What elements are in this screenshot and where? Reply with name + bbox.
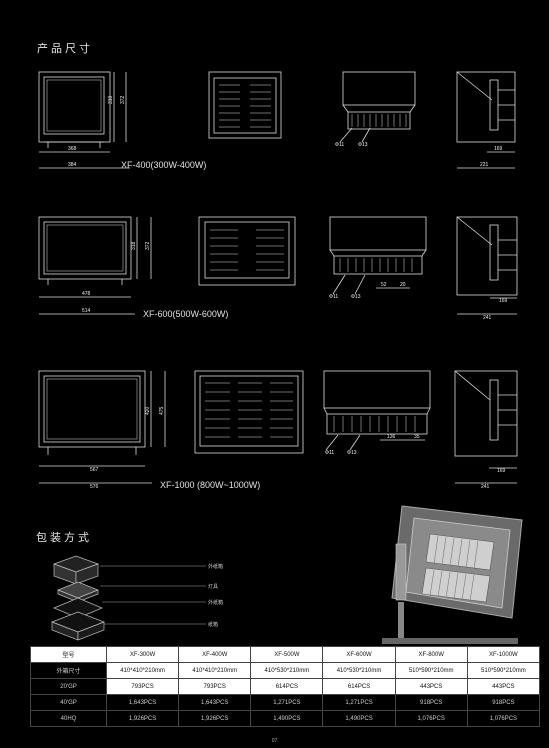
row1-front-outline bbox=[38, 71, 111, 143]
table-cell: 1,926PCS bbox=[105, 710, 180, 727]
table-cell: 1,926PCS bbox=[178, 710, 252, 727]
page-number: 07 bbox=[271, 738, 278, 744]
pack-label-1: 外纸箱 bbox=[208, 563, 223, 570]
row2-total-width: 514 bbox=[82, 308, 91, 314]
table-row-label: 40'GP bbox=[30, 694, 107, 711]
row2-callout-dim-2: 20 bbox=[400, 282, 406, 288]
table-header-cell: XF-300W bbox=[105, 646, 180, 663]
row3-side-outline bbox=[454, 370, 518, 457]
table-header-cell: 型号 bbox=[30, 646, 107, 663]
table-cell: 443PCS bbox=[466, 678, 541, 695]
row3-lens-outline bbox=[194, 370, 304, 454]
table-cell: 1,076PCS bbox=[466, 710, 541, 727]
row2-front-outline bbox=[38, 216, 132, 280]
product-render-image bbox=[382, 505, 523, 644]
pack-label-2: 灯具 bbox=[208, 583, 218, 590]
table-cell: 918PCS bbox=[466, 694, 541, 711]
table-cell: 1,643PCS bbox=[105, 694, 180, 711]
row1-callout-2: Φ13 bbox=[358, 142, 368, 148]
row1-side-depth: 169 bbox=[494, 146, 503, 152]
table-row-label: 40HQ bbox=[30, 710, 107, 727]
table-row: 40'GP 1,643PCS 1,643PCS 1,271PCS 1,271PC… bbox=[30, 694, 541, 711]
row2-callout-1: Φ11 bbox=[329, 294, 338, 300]
table-header-cell: XF-1000W bbox=[466, 646, 541, 663]
table-row-label: 20'GP bbox=[30, 678, 107, 695]
table-cell: 410*410*210mm bbox=[178, 662, 252, 679]
table-cell: 918PCS bbox=[394, 694, 468, 711]
table-cell: 1,271PCS bbox=[322, 694, 396, 711]
row1-total-width: 384 bbox=[68, 162, 77, 168]
table-header-cell: XF-500W bbox=[250, 646, 324, 663]
table-cell: 510*590*210mm bbox=[466, 662, 541, 679]
row3-front-height: 420 bbox=[145, 406, 151, 415]
table-cell: 443PCS bbox=[394, 678, 468, 695]
pack-label-4: 纸箱 bbox=[208, 621, 218, 628]
table-cell: 510*590*210mm bbox=[394, 662, 468, 679]
row2-callout-dim-1: 52 bbox=[381, 282, 387, 288]
row3-callout-2: Φ13 bbox=[347, 450, 357, 456]
table-cell: 793PCS bbox=[105, 678, 180, 695]
packaging-diagram: 外纸箱 灯具 外纸箱 纸箱 bbox=[51, 555, 223, 641]
dimensions-title: 产品尺寸 bbox=[37, 42, 93, 55]
row1-side-outline bbox=[456, 71, 516, 143]
table-row: 外箱尺寸 410*410*210mm 410*410*210mm 410*530… bbox=[30, 662, 541, 679]
table-header-row: 型号 XF-300W XF-400W XF-500W XF-600W XF-80… bbox=[30, 646, 541, 663]
row1-side-total: 221 bbox=[480, 162, 489, 168]
table-header-cell: XF-400W bbox=[178, 646, 252, 663]
row1-lens-outline bbox=[208, 71, 282, 139]
row3-callout-dim-1: 136 bbox=[387, 434, 396, 440]
table-cell: 793PCS bbox=[178, 678, 252, 695]
table-cell: 410*530*210mm bbox=[322, 662, 396, 679]
table-row: 20'GP 793PCS 793PCS 614PCS 614PCS 443PCS… bbox=[30, 678, 541, 695]
table-row-label: 外箱尺寸 bbox=[30, 662, 107, 679]
pack-label-3: 外纸箱 bbox=[208, 599, 223, 606]
table-cell: 1,271PCS bbox=[250, 694, 324, 711]
row3-front-width: 567 bbox=[90, 467, 99, 473]
row3-front-outline bbox=[38, 370, 146, 448]
table-cell: 1,076PCS bbox=[394, 710, 468, 727]
row3-total-height: 475 bbox=[159, 406, 165, 415]
row3-callout-1: Φ11 bbox=[325, 450, 334, 456]
row3-callout-dim-2: 35 bbox=[414, 434, 420, 440]
packaging-title: 包装方式 bbox=[36, 531, 92, 544]
dimension-drawings: 368 384 310 372 169 221 Φ11 Φ13 478 514 … bbox=[38, 71, 518, 490]
row2-lens-outline bbox=[198, 216, 296, 286]
model-label-xf1000: XF-1000 (800W~1000W) bbox=[160, 480, 261, 490]
row3-side-depth: 169 bbox=[497, 468, 506, 474]
row1-callout-1: Φ11 bbox=[335, 142, 344, 148]
row1-front-height: 310 bbox=[108, 95, 114, 104]
table-cell: 1,490PCS bbox=[250, 710, 324, 727]
row3-total-width: 576 bbox=[90, 484, 99, 490]
model-label-xf400: XF-400(300W-400W) bbox=[121, 160, 207, 170]
row3-top-outline bbox=[323, 370, 431, 409]
table-cell: 614PCS bbox=[322, 678, 396, 695]
row3-side-total: 241 bbox=[481, 484, 490, 490]
model-label-xf600: XF-600(500W-600W) bbox=[143, 309, 229, 319]
row2-side-outline bbox=[456, 216, 518, 296]
row2-side-total: 241 bbox=[483, 315, 492, 321]
table-cell: 1,490PCS bbox=[322, 710, 396, 727]
table-cell: 614PCS bbox=[250, 678, 324, 695]
row1-front-width: 368 bbox=[68, 146, 77, 152]
table-header-cell: XF-600W bbox=[322, 646, 396, 663]
row2-total-height: 372 bbox=[145, 241, 151, 250]
table-cell: 1,643PCS bbox=[178, 694, 252, 711]
row2-top-outline bbox=[329, 216, 427, 251]
row2-front-height: 318 bbox=[131, 241, 137, 250]
packing-spec-table: 型号 XF-300W XF-400W XF-500W XF-600W XF-80… bbox=[30, 646, 541, 727]
table-header-cell: XF-800W bbox=[394, 646, 468, 663]
table-cell: 410*530*210mm bbox=[250, 662, 324, 679]
row2-side-depth: 169 bbox=[499, 298, 508, 304]
row2-callout-2: Φ13 bbox=[351, 294, 361, 300]
row1-total-height: 372 bbox=[120, 95, 126, 104]
table-cell: 410*410*210mm bbox=[105, 662, 180, 679]
row2-front-width: 478 bbox=[82, 291, 91, 297]
row1-top-outline bbox=[342, 71, 416, 106]
table-row: 40HQ 1,926PCS 1,926PCS 1,490PCS 1,490PCS… bbox=[30, 710, 541, 727]
